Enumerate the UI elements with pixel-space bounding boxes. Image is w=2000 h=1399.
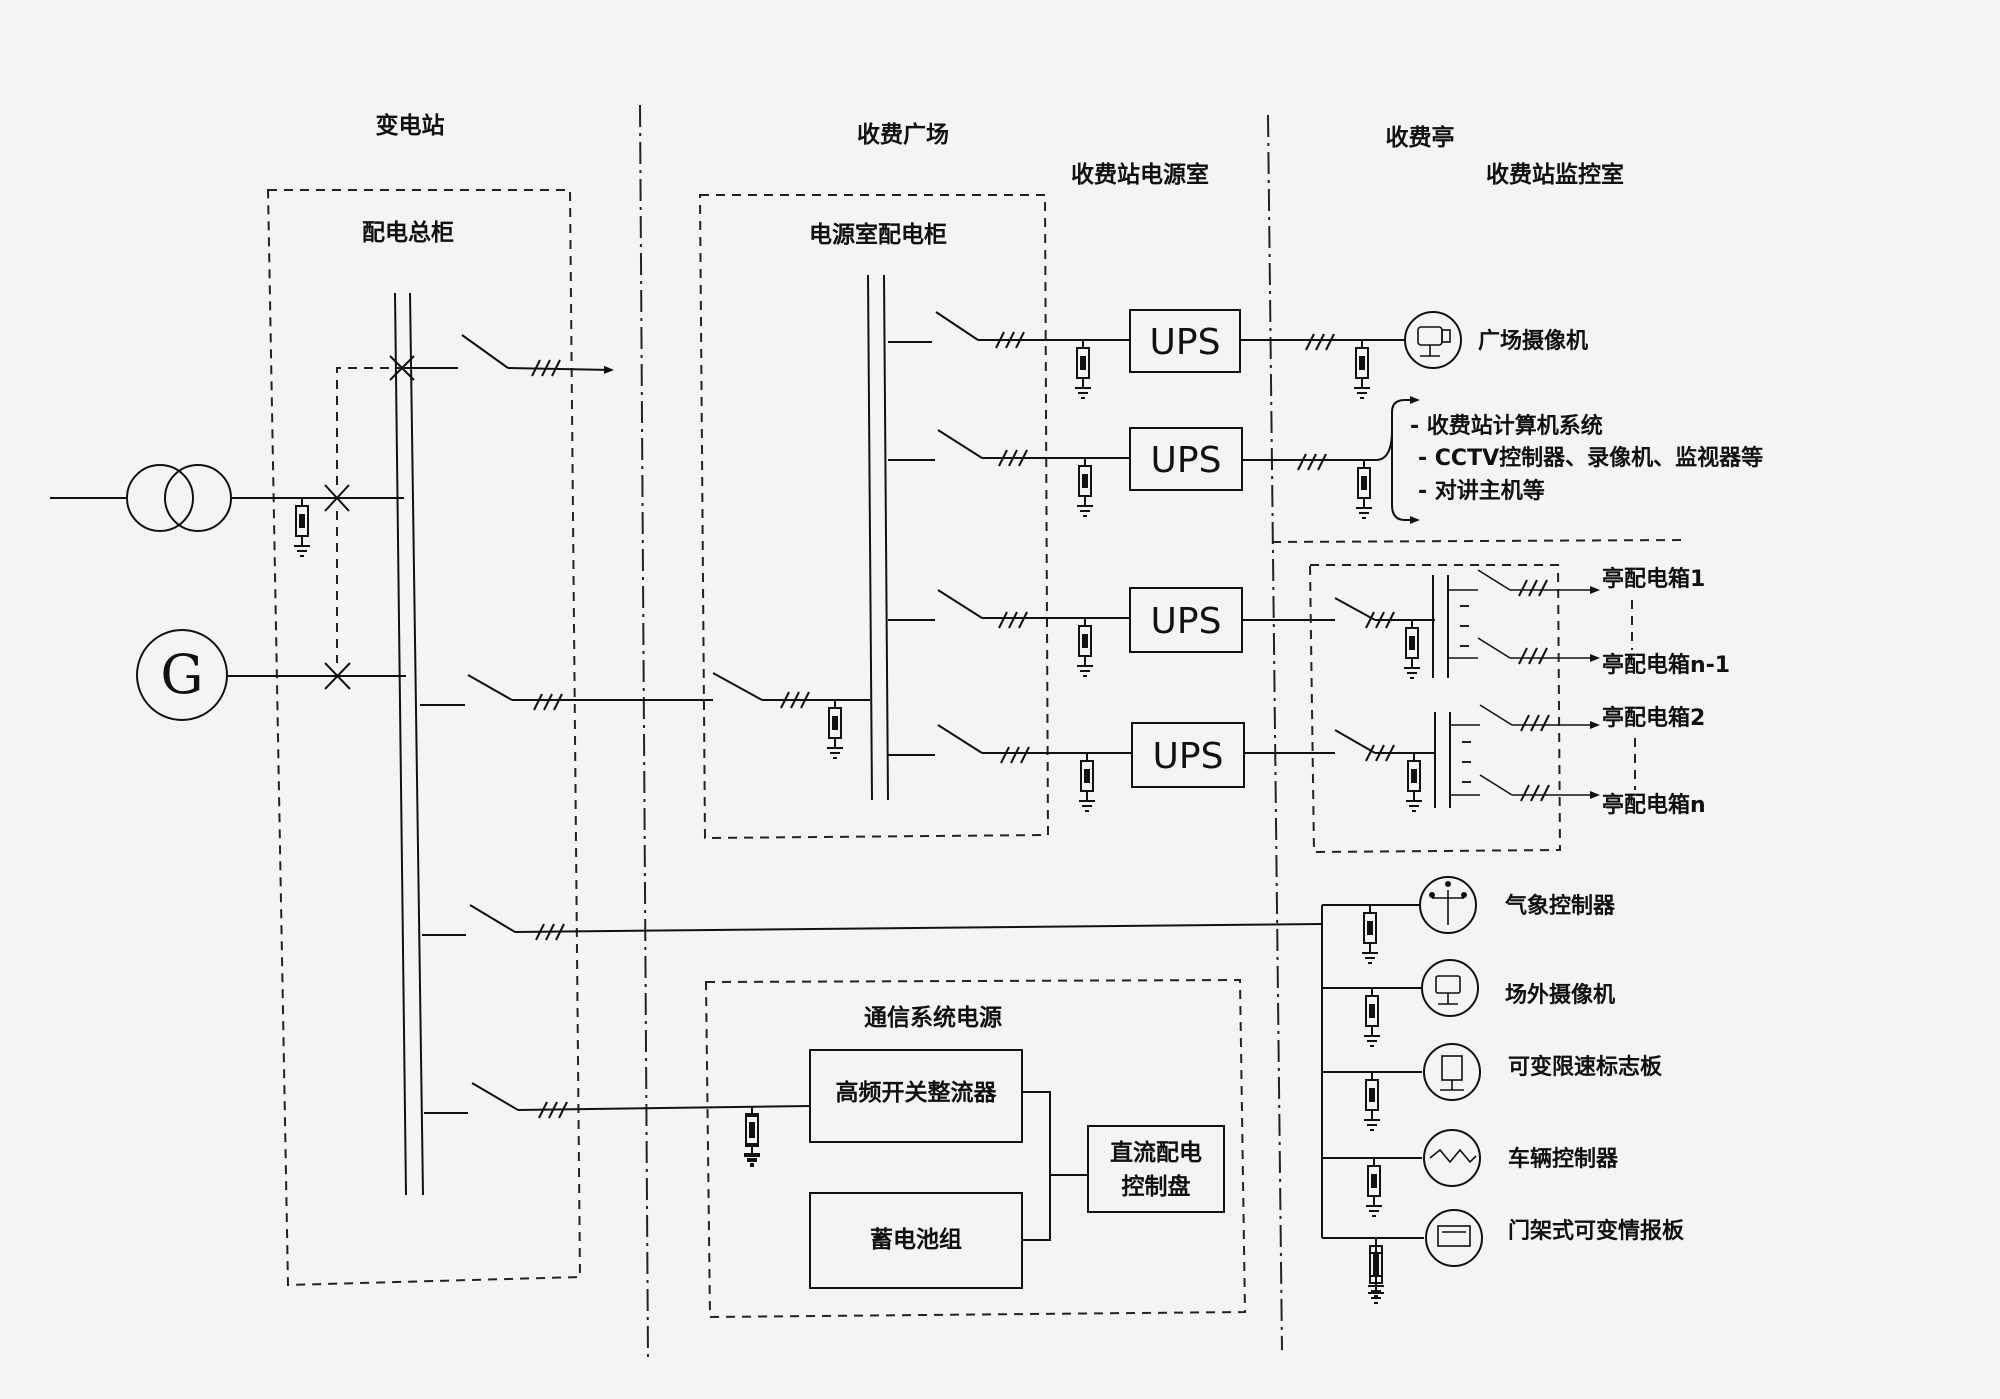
label-dc-panel-line1: 直流配电 <box>1110 1139 1202 1166</box>
rectifier-box <box>809 1049 1023 1143</box>
label-substation: 变电站 <box>376 112 445 139</box>
divider-plaza-booth <box>1267 114 1283 1351</box>
power-room-cabinet-frame <box>698 194 1050 840</box>
battery-box <box>809 1192 1023 1289</box>
weather-controller-icon <box>1419 876 1477 934</box>
plaza-camera-icon <box>1404 311 1462 369</box>
ups-label-1: UPS <box>1150 322 1221 363</box>
gantry-sign-icon <box>1425 1209 1483 1267</box>
booth-bus-upper <box>1330 569 1600 679</box>
main-bus-right <box>409 292 424 1196</box>
label-lane-controller: 车辆控制器 <box>1508 1146 1619 1172</box>
booth-distribution-frame <box>1308 564 1562 854</box>
feeder-to-outdoor-loads <box>422 904 1323 941</box>
label-weather-controller: 气象控制器 <box>1504 893 1616 919</box>
outdoor-camera-icon <box>1421 959 1479 1017</box>
transformer-icon <box>50 464 404 557</box>
ups-label-2: UPS <box>1151 440 1222 481</box>
label-gantry-sign: 门架式可变情报板 <box>1508 1218 1685 1244</box>
label-power-room: 收费站电源室 <box>1071 161 1209 188</box>
label-outdoor-camera: 场外摄像机 <box>1505 982 1615 1008</box>
label-toll-computer: - 收费站计算机系统 <box>1410 413 1603 439</box>
label-monitor-room: 收费站监控室 <box>1486 161 1624 188</box>
dc-panel-box <box>1087 1125 1225 1213</box>
interlock-link <box>336 367 402 485</box>
outdoor-loads-bus <box>1321 904 1424 1304</box>
ups-branch-2: UPS <box>888 427 1376 519</box>
label-booth-box-1: 亭配电箱1 <box>1602 566 1705 592</box>
booth-bus-lower <box>1330 704 1600 812</box>
power-room-bus-left <box>867 274 873 801</box>
ups-box-4 <box>1131 722 1245 788</box>
feeder-top <box>404 334 614 377</box>
monitor-room-fanout <box>1375 396 1420 524</box>
label-booth-box-n-minus-1: 亭配电箱n-1 <box>1602 652 1730 678</box>
feeder-to-comm-power <box>424 1082 811 1119</box>
feeder-to-power-room <box>420 674 713 711</box>
label-rectifier: 高频开关整流器 <box>836 1079 998 1106</box>
divider-booth-section <box>1271 539 1686 543</box>
label-plaza-camera: 广场摄像机 <box>1478 328 1588 354</box>
label-battery: 蓄电池组 <box>870 1226 962 1253</box>
generator-symbol: G <box>160 643 203 706</box>
label-booth-box-2: 亭配电箱2 <box>1602 705 1705 731</box>
label-cctv: - CCTV控制器、录像机、监视器等 <box>1418 445 1763 471</box>
label-main-distribution: 配电总柜 <box>362 219 454 246</box>
ups-branch-1: UPS <box>888 309 1405 399</box>
ups-label-4: UPS <box>1153 736 1224 777</box>
comm-power-frame <box>704 978 1247 1319</box>
label-dc-panel-line2: 控制盘 <box>1122 1173 1191 1200</box>
generator-icon: G <box>136 629 406 721</box>
power-room-incoming <box>712 672 870 759</box>
label-comm-power: 通信系统电源 <box>864 1004 1002 1031</box>
comm-power-wiring <box>743 1091 1088 1241</box>
main-bus-left <box>394 292 407 1196</box>
main-distribution-cabinet-frame <box>266 189 582 1287</box>
label-toll-booth: 收费亭 <box>1386 124 1455 151</box>
label-intercom: - 对讲主机等 <box>1418 478 1545 504</box>
lane-controller-icon <box>1423 1129 1481 1187</box>
power-room-bus-right <box>883 274 889 801</box>
label-toll-plaza: 收费广场 <box>857 121 949 148</box>
label-power-room-cabinet: 电源室配电柜 <box>809 221 947 248</box>
ups-branch-3: UPS <box>888 587 1330 677</box>
ups-branch-4: UPS <box>888 722 1330 812</box>
ups-label-3: UPS <box>1151 601 1222 642</box>
speed-sign-icon <box>1423 1043 1481 1101</box>
label-booth-box-n: 亭配电箱n <box>1602 792 1706 818</box>
label-speed-sign: 可变限速标志板 <box>1508 1054 1663 1080</box>
divider-substation-plaza <box>639 104 649 1361</box>
